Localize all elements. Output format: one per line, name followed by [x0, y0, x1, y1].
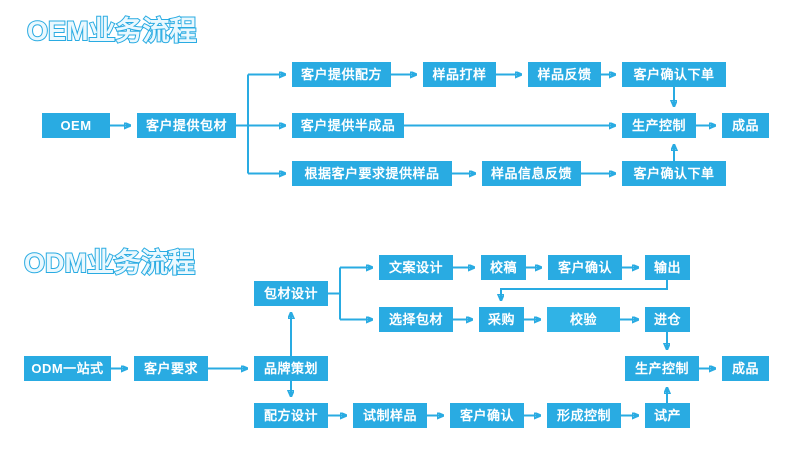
node-odm-customer-confirm-bottom[interactable]: 客户确认: [450, 403, 524, 428]
odm-section-title: ODM业务流程: [23, 248, 196, 278]
node-oem-formula[interactable]: 客户提供配方: [292, 62, 391, 87]
node-odm-customer-confirm-top[interactable]: 客户确认: [548, 255, 622, 280]
node-odm-copywriting[interactable]: 文案设计: [379, 255, 453, 280]
node-odm-warehousing[interactable]: 进仓: [645, 307, 690, 332]
node-oem-sample-on-request[interactable]: 根据客户要求提供样品: [292, 161, 452, 186]
node-odm-select-packaging[interactable]: 选择包材: [379, 307, 453, 332]
node-oem-confirm-order-bottom[interactable]: 客户确认下单: [622, 161, 726, 186]
node-oem-confirm-order-top[interactable]: 客户确认下单: [622, 62, 726, 87]
node-oem-packaging[interactable]: 客户提供包材: [137, 113, 236, 138]
node-odm-package-design[interactable]: 包材设计: [254, 281, 328, 306]
node-oem-finished-product[interactable]: 成品: [722, 113, 769, 138]
node-odm-inspection[interactable]: 校验: [547, 307, 620, 332]
node-odm-production-control[interactable]: 生产控制: [625, 356, 699, 381]
oem-section-title: OEM业务流程: [26, 16, 198, 46]
node-oem-production-control[interactable]: 生产控制: [622, 113, 696, 138]
node-odm-brand-planning[interactable]: 品牌策划: [254, 356, 328, 381]
node-oem-start[interactable]: OEM: [42, 113, 110, 138]
node-oem-sampling[interactable]: 样品打样: [423, 62, 496, 87]
node-odm-finished-product[interactable]: 成品: [722, 356, 769, 381]
node-oem-sample-feedback[interactable]: 样品反馈: [528, 62, 601, 87]
node-oem-semifinished[interactable]: 客户提供半成品: [292, 113, 404, 138]
node-odm-customer-requirements[interactable]: 客户要求: [134, 356, 208, 381]
node-odm-output[interactable]: 输出: [645, 255, 690, 280]
node-odm-formula-design[interactable]: 配方设计: [254, 403, 328, 428]
node-odm-start[interactable]: ODM一站式: [24, 356, 111, 381]
node-oem-sample-info-feedback[interactable]: 样品信息反馈: [482, 161, 581, 186]
node-odm-form-control[interactable]: 形成控制: [547, 403, 621, 428]
node-odm-trial-production[interactable]: 试产: [645, 403, 690, 428]
node-odm-proofreading[interactable]: 校稿: [481, 255, 526, 280]
node-odm-trial-sample[interactable]: 试制样品: [353, 403, 427, 428]
node-odm-purchase[interactable]: 采购: [479, 307, 524, 332]
